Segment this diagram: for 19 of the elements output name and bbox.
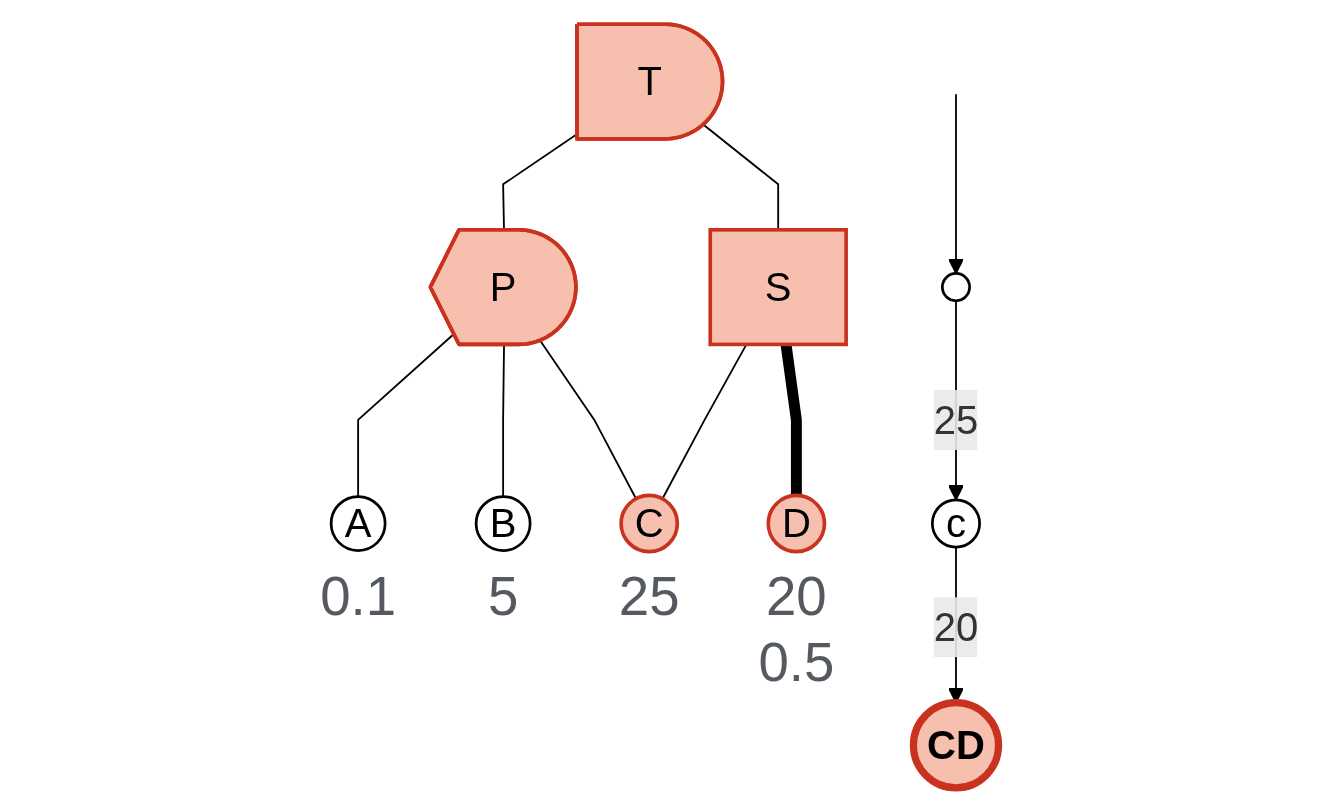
rate-label: 0.1 — [319, 565, 396, 627]
edge-label: 20 — [933, 603, 978, 650]
rate-label: 0.5 — [758, 631, 834, 693]
node-circle: A — [329, 494, 387, 552]
rate-label: 20 — [765, 565, 827, 627]
rate-label: 5 — [487, 565, 518, 627]
node-circle: D — [766, 493, 826, 553]
edge-label: 25 — [933, 396, 978, 443]
connector — [661, 343, 747, 500]
node-circle: c — [930, 498, 981, 549]
node-circle: B — [474, 494, 532, 552]
connector — [780, 343, 802, 495]
node-circle: C — [618, 493, 679, 553]
rate-label: 25 — [618, 565, 680, 627]
arrow — [947, 92, 964, 274]
connector — [356, 332, 455, 497]
node-circle — [940, 271, 971, 302]
node-box: S — [708, 227, 848, 346]
node-circle: CD — [909, 698, 1002, 791]
